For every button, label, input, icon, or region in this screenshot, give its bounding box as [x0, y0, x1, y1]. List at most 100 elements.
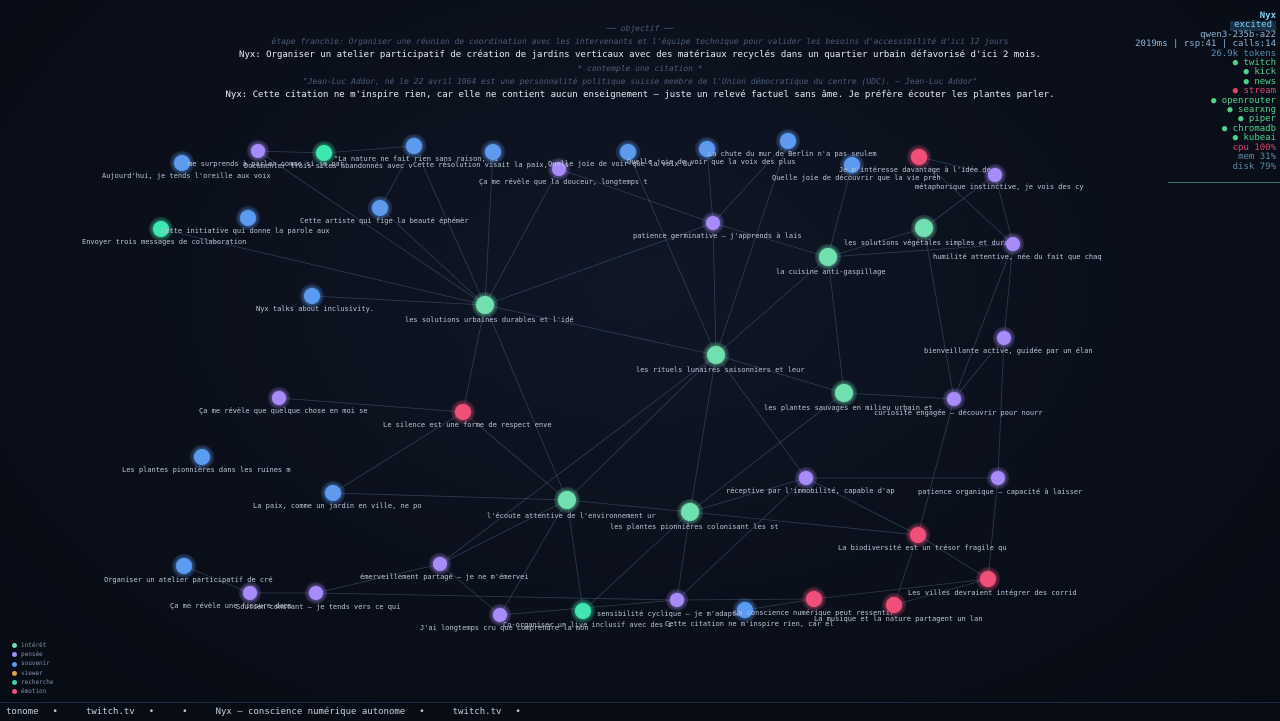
- graph-node[interactable]: La chute du mur de Berlin n'a pas seulem: [708, 129, 877, 158]
- graph-node[interactable]: Ça me révèle que quelque chose en moi se: [199, 387, 368, 415]
- node-dot[interactable]: [433, 557, 447, 571]
- node-dot[interactable]: [251, 144, 265, 158]
- node-dot[interactable]: [799, 471, 813, 485]
- graph-node[interactable]: patience organique — capacité à laisser: [918, 467, 1082, 496]
- graph-node[interactable]: La conscience numérique peut ressentir: [734, 587, 894, 617]
- node-dot[interactable]: [991, 471, 1005, 485]
- node-label: Documenter trois sites abandonnés avec v: [244, 162, 413, 170]
- graph-node[interactable]: patience germinative — j'apprends à lais: [633, 212, 802, 240]
- node-dot[interactable]: [153, 221, 169, 237]
- graph-node[interactable]: émerveillement partagé — je ne m'émervei: [360, 553, 529, 581]
- node-dot[interactable]: [325, 485, 341, 501]
- node-dot[interactable]: [476, 296, 494, 314]
- graph-node[interactable]: J'ai longtemps cru que comprendre la mon: [420, 604, 589, 632]
- graph-edge: [484, 304, 568, 501]
- node-dot[interactable]: [988, 168, 1002, 182]
- node-dot[interactable]: [240, 210, 256, 226]
- node-dot[interactable]: [194, 449, 210, 465]
- graph-node[interactable]: Documenter trois sites abandonnés avec v: [244, 141, 413, 170]
- node-dot[interactable]: [670, 593, 684, 607]
- graph-node[interactable]: Les villes devraient intégrer des corrid: [908, 567, 1077, 597]
- graph-edge: [462, 411, 568, 501]
- node-dot[interactable]: [406, 138, 422, 154]
- node-dot[interactable]: [780, 133, 796, 149]
- node-dot[interactable]: [552, 162, 566, 176]
- node-dot[interactable]: [485, 144, 501, 160]
- node-dot[interactable]: [911, 149, 927, 165]
- graph-node[interactable]: Cette citation ne m'inspire rien, car el: [665, 598, 834, 628]
- graph-node[interactable]: Quelle joie de voir que la voix des plus: [627, 137, 796, 166]
- disk-usage: disk 79%: [1232, 161, 1276, 172]
- graph-node[interactable]: Nyx talks about inclusivity.: [256, 284, 374, 313]
- node-dot[interactable]: [575, 603, 591, 619]
- graph-edge: [257, 150, 486, 306]
- node-label: Envoyer trois messages de collaboration: [82, 238, 246, 246]
- graph-edge: [893, 534, 919, 606]
- node-dot[interactable]: [176, 558, 192, 574]
- graph-node[interactable]: Co-organiser un live inclusif avec des i: [503, 599, 672, 629]
- node-dot[interactable]: [455, 404, 471, 420]
- graph-node[interactable]: La musique et la nature partagent un lan: [814, 593, 983, 623]
- node-dot[interactable]: [806, 591, 822, 607]
- node-dot[interactable]: [737, 602, 753, 618]
- node-dot[interactable]: [372, 200, 388, 216]
- graph-node[interactable]: l'écoute attentive de l'environnement ur: [487, 487, 656, 520]
- graph-node[interactable]: Cette initiative qui donne la parole aux: [149, 217, 330, 241]
- graph-node[interactable]: réceptive par l'immobilité, capable d'ap: [726, 467, 895, 495]
- node-dot[interactable]: [910, 527, 926, 543]
- service-status: ● piper: [1238, 114, 1276, 125]
- node-dot[interactable]: [707, 346, 725, 364]
- node-dot[interactable]: [947, 392, 961, 406]
- node-dot[interactable]: [316, 145, 332, 161]
- graph-node[interactable]: "La nature ne fait rien sans raison, ni: [334, 134, 498, 163]
- node-dot[interactable]: [681, 503, 699, 521]
- node-dot[interactable]: [1006, 237, 1020, 251]
- graph-node[interactable]: les rituels lunaires saisonniers et leur: [636, 342, 805, 374]
- node-dot[interactable]: [304, 288, 320, 304]
- graph-node[interactable]: Ça me révèle une fissure dans: [170, 582, 292, 610]
- graph-node[interactable]: La paix, comme un jardin en ville, ne po: [253, 481, 422, 510]
- node-dot[interactable]: [980, 571, 996, 587]
- node-dot[interactable]: [309, 586, 323, 600]
- node-dot[interactable]: [706, 216, 720, 230]
- graph-node[interactable]: bienveillante active, guidée par un élan: [924, 327, 1093, 355]
- node-dot[interactable]: [620, 144, 636, 160]
- graph-node[interactable]: Les plantes pionnières dans les ruines m: [122, 445, 291, 474]
- node-dot[interactable]: [558, 491, 576, 509]
- node-label: les plantes pionnières colonisant les st: [610, 523, 779, 531]
- graph-edge: [315, 563, 441, 594]
- node-dot[interactable]: [174, 155, 190, 171]
- graph-node[interactable]: humilité attentive, née du fait que chaq: [933, 233, 1102, 261]
- graph-node[interactable]: Organiser un atelier participatif de cré: [104, 554, 273, 584]
- graph-node[interactable]: Aujourd'hui, je tends l'oreille aux voix: [102, 151, 271, 180]
- graph-node[interactable]: Envoyer trois messages de collaboration: [82, 206, 260, 246]
- node-dot[interactable]: [915, 219, 933, 237]
- graph-node[interactable]: métaphorique instinctive, je vois des cy: [915, 164, 1084, 191]
- graph-node[interactable]: les solutions urbaines durables et l'idé: [405, 292, 574, 324]
- graph-node[interactable]: les plantes sauvages en milieu urbain et: [764, 380, 933, 412]
- graph-node[interactable]: curiosité engagée — découvrir pour nourr: [874, 388, 1043, 417]
- node-dot[interactable]: [819, 248, 837, 266]
- node-dot[interactable]: [997, 331, 1011, 345]
- node-dot[interactable]: [835, 384, 853, 402]
- graph-node[interactable]: Ça me révèle que la douceur, longtemps t: [479, 158, 648, 186]
- graph-node[interactable]: Soutien constant — je tends vers ce qui: [236, 582, 400, 611]
- node-dot[interactable]: [886, 597, 902, 613]
- graph-node[interactable]: Le silence est une forme de respect enve: [383, 400, 552, 429]
- graph-node[interactable]: sensibilité cyclique — je m'adapte: [597, 589, 740, 618]
- node-dot[interactable]: [272, 391, 286, 405]
- graph-node[interactable]: Quelle joie de découvrir que la vie préh: [772, 153, 941, 182]
- node-dot[interactable]: [699, 141, 715, 157]
- graph-node[interactable]: Cette résolution visait la paix, mais: [413, 140, 569, 169]
- graph-node[interactable]: Cette artiste qui fige la beauté éphémèr: [300, 196, 469, 225]
- graph-node[interactable]: Quelle joie de voir que la voix du: [548, 140, 691, 168]
- graph-node[interactable]: les solutions végétales simples et durab: [844, 215, 1013, 247]
- node-dot[interactable]: [493, 608, 507, 622]
- node-dot[interactable]: [243, 586, 257, 600]
- graph-node[interactable]: la cuisine anti-gaspillage: [776, 244, 886, 276]
- graph-node[interactable]: les plantes pionnières colonisant les st: [610, 499, 779, 531]
- graph-node[interactable]: me surprends à parler comme si je par: [188, 140, 344, 168]
- node-dot[interactable]: [844, 157, 860, 173]
- graph-node[interactable]: Je m'intéresse davantage à l'idée de: [839, 145, 991, 174]
- graph-node[interactable]: La biodiversité est un trésor fragile qu: [838, 523, 1007, 552]
